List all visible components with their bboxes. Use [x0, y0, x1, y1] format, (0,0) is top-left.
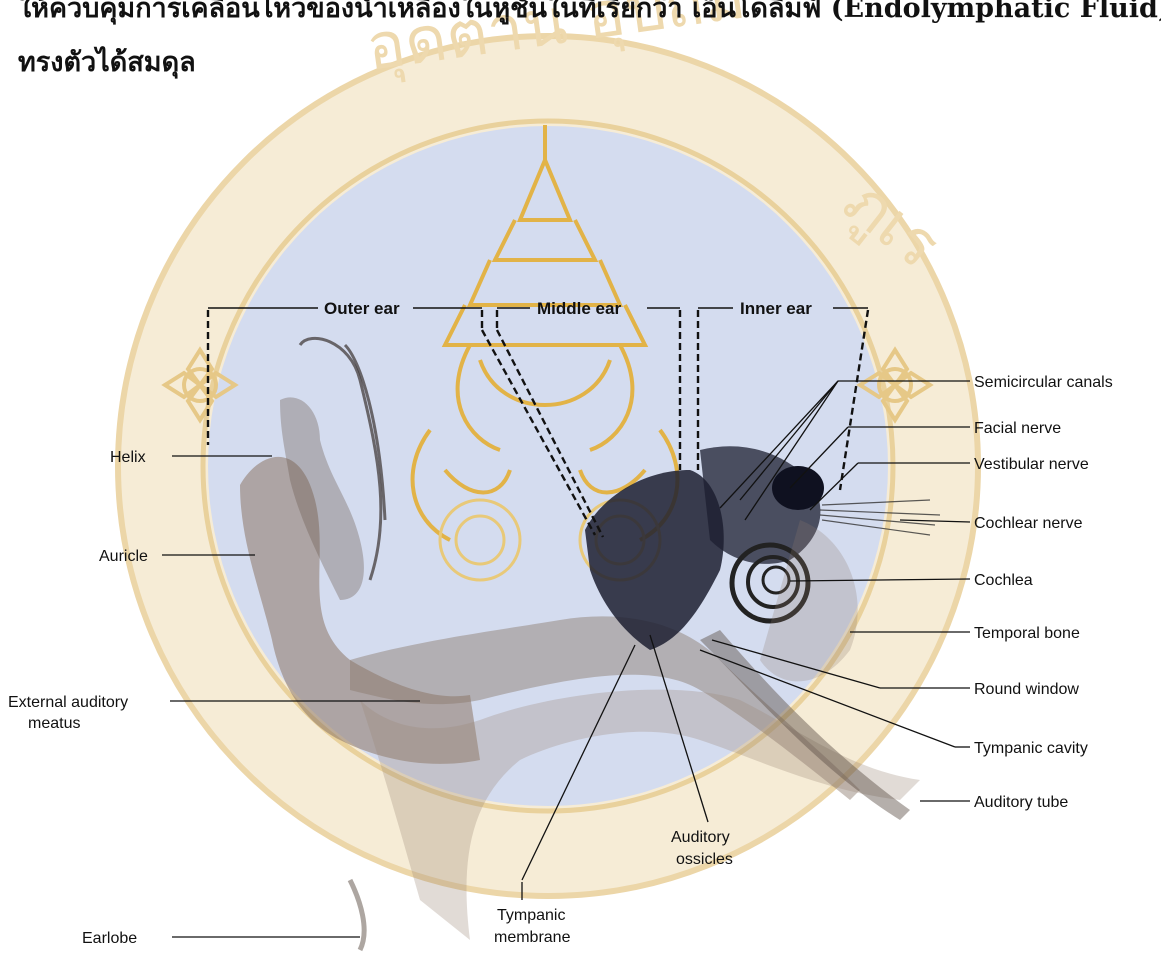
label-earlobe: Earlobe [82, 930, 137, 947]
label-temporal-bone: Temporal bone [974, 625, 1080, 642]
label-tympanic-membrane-line2: membrane [494, 929, 571, 946]
inner-ear-heading: Inner ear [740, 299, 812, 318]
label-tympanic-membrane-line1: Tympanic [497, 907, 565, 924]
label-auditory-ossicles-line2: ossicles [676, 851, 733, 868]
body-text-line-2: ทรงตัวได้สมดุล [18, 40, 196, 83]
label-auditory-tube: Auditory tube [974, 794, 1068, 811]
label-external-auditory-meatus-line1: External auditory [8, 694, 128, 711]
label-external-auditory-meatus-line2: meatus [28, 715, 80, 732]
label-helix: Helix [110, 449, 146, 466]
label-semicircular-canals: Semicircular canals [974, 374, 1113, 391]
label-tympanic-cavity: Tympanic cavity [974, 740, 1088, 757]
label-round-window: Round window [974, 681, 1079, 698]
middle-ear-heading: Middle ear [537, 299, 621, 318]
label-vestibular-nerve: Vestibular nerve [974, 456, 1089, 473]
body-text-line-1: ให้ควบคุมการเคลื่อนไหวของน้ำเหลืองในหูชั… [18, 0, 1161, 29]
label-facial-nerve: Facial nerve [974, 420, 1061, 437]
label-auricle: Auricle [99, 548, 148, 565]
label-auditory-ossicles-line1: Auditory [671, 829, 730, 846]
label-cochlear-nerve: Cochlear nerve [974, 515, 1083, 532]
label-cochlea: Cochlea [974, 572, 1033, 589]
outer-ear-heading: Outer ear [324, 299, 400, 318]
